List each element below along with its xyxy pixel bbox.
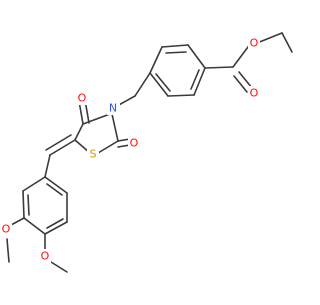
bond-exocyclic-double-a	[49, 139, 76, 156]
bond-carbonyl-o-double-b	[238, 71, 253, 89]
oxygen-label: O	[2, 223, 11, 236]
ring-bond	[187, 44, 206, 69]
atom-o-ester-single: O	[248, 36, 260, 50]
molecule-structure: O O N O O S O O	[0, 32, 293, 273]
dimethoxyphenyl-ring	[22, 176, 68, 235]
ring-bond	[44, 176, 68, 194]
oxygen-label: O	[41, 250, 50, 263]
ring-bond	[149, 72, 169, 97]
sulfur-label: S	[90, 148, 97, 161]
bond-vinyl-ring	[44, 154, 51, 178]
ring-bond	[23, 217, 46, 235]
ring-bond	[82, 113, 111, 125]
ring-inner-bond	[165, 51, 187, 54]
benzoate-ring	[149, 44, 206, 97]
ring-bond	[149, 46, 163, 74]
ring-inner-bond	[155, 73, 171, 92]
atom-o-ring-top: O	[76, 91, 88, 105]
ring-bond	[193, 67, 206, 96]
thiazolidinedione-ring	[74, 99, 131, 154]
structure-canvas: O O N O O S O O	[0, 32, 293, 273]
oxygen-label: O	[250, 37, 259, 50]
bond-ring-o-methoxy-upper	[10, 217, 25, 226]
bond-carbonyl-o-double-a	[233, 75, 248, 93]
oxygen-label: O	[130, 137, 139, 150]
atom-o-methoxy-upper: O	[0, 222, 12, 236]
ring-inner-bond	[190, 69, 200, 90]
bond-carbonyl-ring	[204, 66, 234, 69]
ring-bond	[74, 123, 84, 141]
nitrogen-label: N	[109, 102, 117, 115]
oxygen-label: O	[78, 92, 87, 105]
bond-methoxy-lower-ch3	[50, 261, 68, 273]
atom-o-ester-double: O	[248, 86, 260, 100]
ring-bond	[22, 176, 46, 192]
ring-bond	[22, 190, 25, 219]
bond-ethyl-terminal	[281, 32, 293, 53]
atom-o-methoxy-lower: O	[39, 249, 51, 263]
ring-inner-bond	[46, 183, 63, 196]
atom-s-ring: S	[87, 147, 99, 161]
ring-bond	[161, 44, 189, 48]
bond-ring-ch2	[134, 72, 151, 97]
atom-n-ring: N	[107, 101, 120, 115]
bond-ethyl-ch2-o	[256, 32, 283, 44]
ring-bond	[44, 221, 68, 235]
bond-methoxy-upper-ch3	[6, 238, 10, 263]
ring-bond	[111, 113, 119, 142]
bond-exocyclic-double-b	[45, 134, 72, 151]
atom-o-ring-right: O	[128, 136, 140, 150]
ring-bond	[167, 94, 195, 97]
ring-inner-bond	[27, 194, 30, 216]
oxygen-label: O	[250, 87, 259, 100]
ring-bond	[97, 140, 119, 154]
ring-inner-bond	[46, 218, 64, 229]
